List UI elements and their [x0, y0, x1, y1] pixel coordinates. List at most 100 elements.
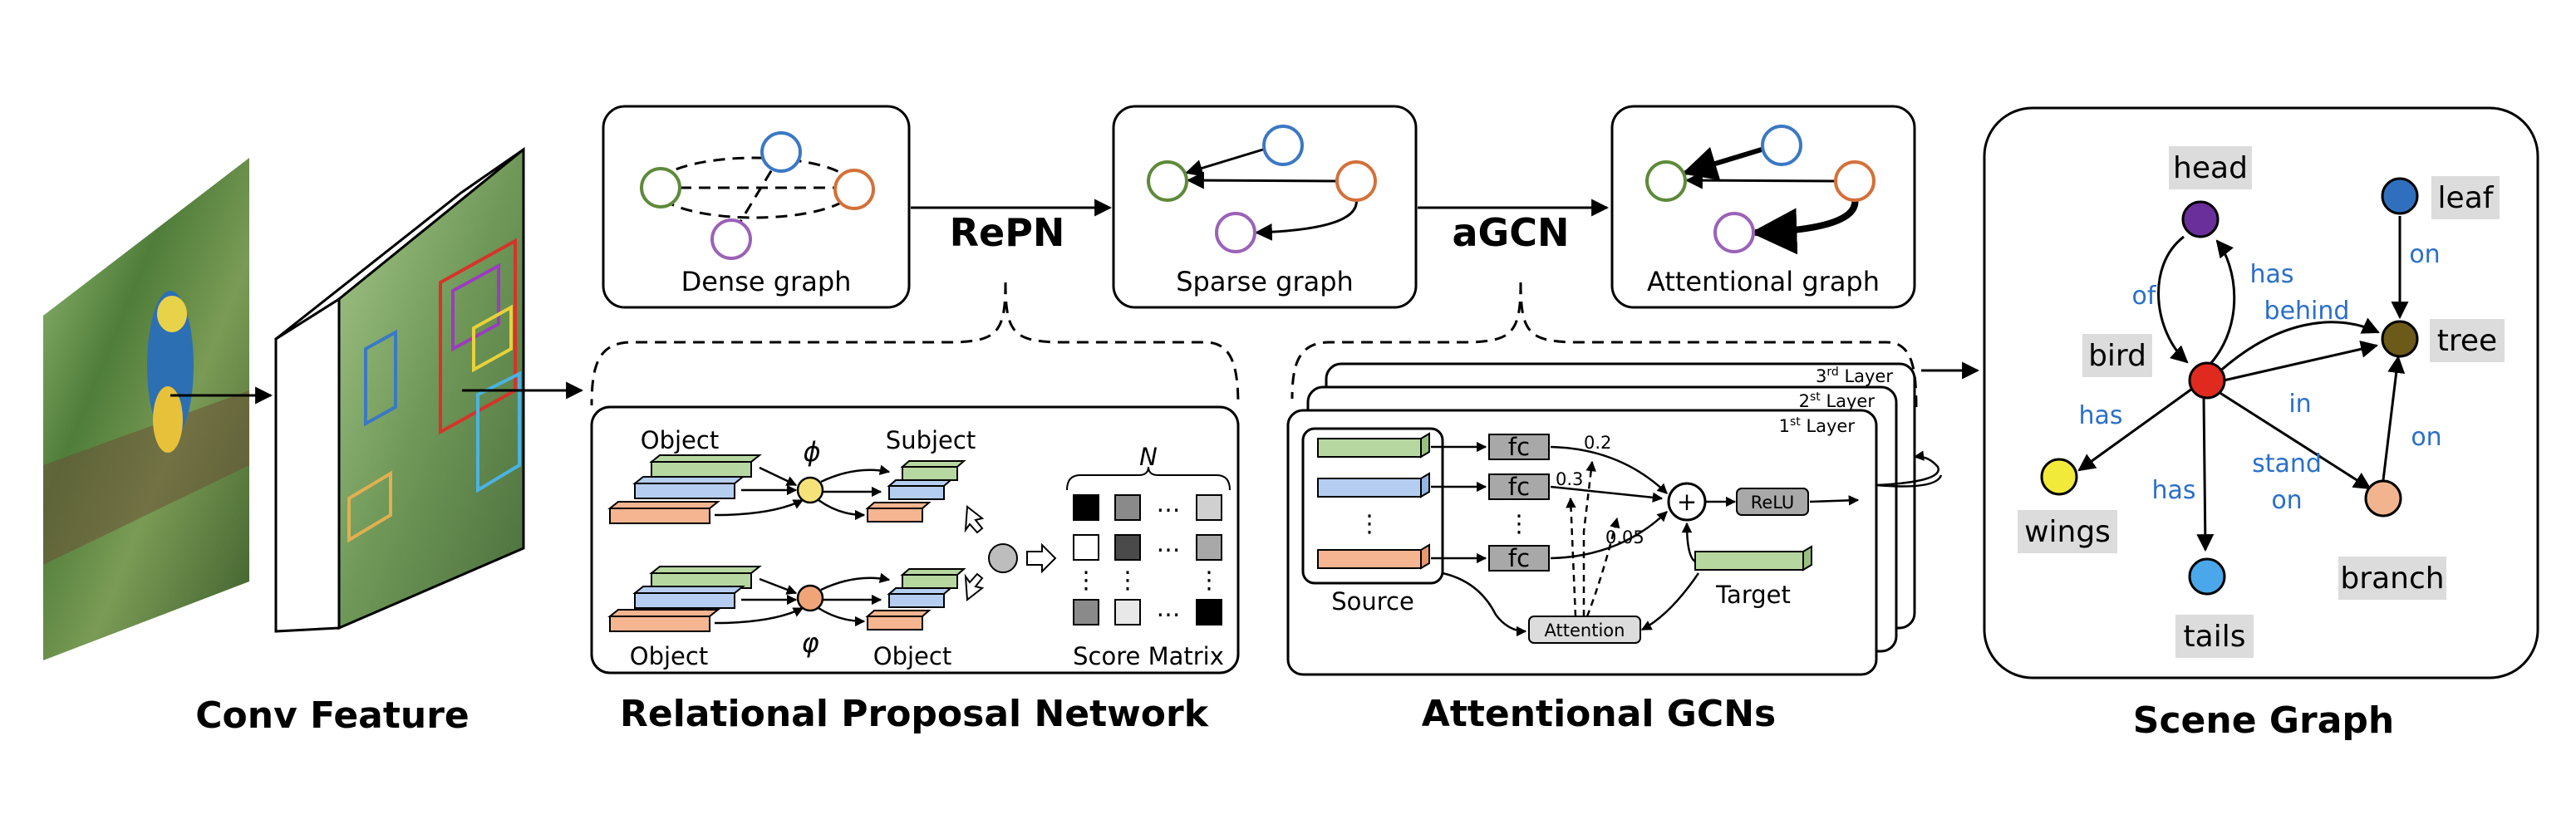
bird-label: bird: [2088, 339, 2146, 373]
matrix-vdots-1: ⋮: [1074, 566, 1099, 594]
edge-label-on-branch: on: [2411, 423, 2441, 452]
dense-graph-label: Dense graph: [681, 266, 852, 297]
edge-label-has-tails: has: [2151, 476, 2195, 505]
edge-branch-tree: [2382, 355, 2406, 481]
branch-label: branch: [2340, 562, 2444, 596]
edge-label-in: in: [2288, 390, 2311, 419]
combine-node: [988, 543, 1018, 573]
layer-2-label: 2st Layer: [1799, 390, 1875, 411]
wings-node: [2040, 458, 2078, 496]
orange-node: [833, 169, 875, 210]
repn-object-top: Object: [641, 426, 719, 454]
edge-head-bird: [2157, 235, 2189, 364]
edge-label-behind: behind: [2264, 297, 2350, 326]
weight-2: 0.3: [1556, 469, 1583, 489]
matrix-hdots-2: …: [1157, 529, 1181, 557]
attention-label: Attention: [1545, 621, 1625, 640]
matrix-vdots-3: ⋮: [1197, 566, 1222, 594]
tails-label: tails: [2184, 620, 2246, 654]
purple-node: [1215, 212, 1256, 253]
target-feature: [1694, 551, 1804, 571]
conv-feature-block: [274, 146, 525, 633]
repn-brace-left: [590, 282, 1007, 406]
edge-label-on-leaf: on: [2409, 240, 2440, 269]
edge-label-stand: stand: [2252, 449, 2322, 478]
head-node: [2181, 200, 2220, 238]
fc-label-1: fc: [1508, 433, 1530, 461]
repn-brace-right: [1004, 282, 1240, 406]
layer-1-label: 1st Layer: [1779, 415, 1856, 436]
blue-node: [1262, 125, 1304, 166]
subject-feature-stack-top: [865, 460, 966, 522]
branch-node: [2364, 479, 2402, 518]
green-node: [640, 167, 681, 208]
sum-symbol: +: [1677, 488, 1697, 516]
tails-node: [2188, 557, 2226, 596]
edge-bird-tree-behind: [2215, 317, 2380, 375]
green-node: [1645, 160, 1687, 202]
score-matrix: [1073, 494, 1222, 626]
sparse-graph-label: Sparse graph: [1176, 266, 1354, 297]
sparse-graph-panel: Sparse graph: [1112, 105, 1418, 309]
edge-label-of: of: [2132, 282, 2157, 311]
edge-label-has-head: has: [2249, 260, 2293, 289]
attention-box: [1528, 616, 1641, 644]
matrix-vdots-2: ⋮: [1116, 566, 1140, 594]
head-label: head: [2173, 151, 2248, 185]
wings-label: wings: [2024, 515, 2111, 549]
dense-graph-panel: Dense graph: [602, 105, 911, 309]
tails-label-bg: [2175, 615, 2254, 658]
fc-label-2: fc: [1508, 473, 1530, 501]
matrix-brace: [1066, 466, 1231, 491]
fc-vdots: ⋮: [1507, 509, 1531, 537]
bird-label-bg: [2082, 334, 2152, 377]
edge-label-stand-on: on: [2271, 486, 2302, 515]
blue-node: [1761, 125, 1802, 166]
layer-loop-arrow: [1875, 450, 1939, 487]
bird-node: [2188, 361, 2226, 400]
phi-label: ϕ: [803, 436, 820, 468]
scene-graph-panel: head leaf bird tree wings tails branch o…: [1983, 106, 2539, 679]
tree-label: tree: [2437, 324, 2497, 358]
matrix-hdots-3: …: [1157, 594, 1181, 622]
fc-box-1: [1488, 434, 1550, 460]
score-matrix-label: Score Matrix: [1073, 642, 1224, 670]
object-feature-stack-bottom: [607, 566, 762, 632]
layer-3-label: 3rd Layer: [1816, 365, 1893, 386]
orange-node: [1834, 160, 1875, 202]
leaf-node: [2381, 177, 2419, 215]
hollow-arrow-bottom: [964, 572, 985, 601]
fc-label-3: fc: [1508, 544, 1530, 572]
hollow-arrow-top: [964, 505, 985, 534]
edge-bird-branch: [2218, 390, 2372, 490]
relu-box: [1736, 488, 1809, 516]
attentional-graph-panel: Attentional graph: [1610, 105, 1916, 309]
edge-bird-tails: [2196, 396, 2215, 552]
weight-1: 0.2: [1584, 433, 1611, 453]
agcn-panel: 3rd Layer 2st Layer 1st Layer ⋮ Source f…: [1286, 362, 1943, 676]
matrix-hdots-1: …: [1157, 489, 1181, 518]
varphi-node: [796, 584, 824, 612]
repn-subject-top: Subject: [886, 426, 976, 454]
tree-label-bg: [2430, 319, 2505, 362]
caption-scene-graph: Scene Graph: [2133, 699, 2394, 742]
relu-label: ReLU: [1751, 493, 1795, 513]
repn-arrow-label: RePN: [950, 210, 1065, 255]
caption-repn: Relational Proposal Network: [620, 693, 1210, 735]
repn-object-bottom-left: Object: [630, 642, 708, 670]
attentional-graph-label: Attentional graph: [1647, 266, 1880, 297]
repn-panel: Object Subject Object Object ϕ: [590, 405, 1240, 675]
edge-label-has-wings: has: [2078, 401, 2122, 430]
matrix-n-label: N: [1139, 443, 1158, 471]
input-image: [43, 158, 249, 660]
source-vdots: ⋮: [1358, 509, 1382, 537]
hollow-arrow-right: [1026, 542, 1057, 574]
object-feature-stack-top: [607, 454, 762, 524]
leaf-label-bg: [2431, 176, 2500, 219]
leaf-label: leaf: [2438, 181, 2495, 215]
edge-bird-wings: [2077, 387, 2193, 472]
tree-node: [2381, 320, 2419, 358]
branch-label-bg: [2338, 557, 2446, 600]
wings-label-bg: [2018, 510, 2117, 553]
